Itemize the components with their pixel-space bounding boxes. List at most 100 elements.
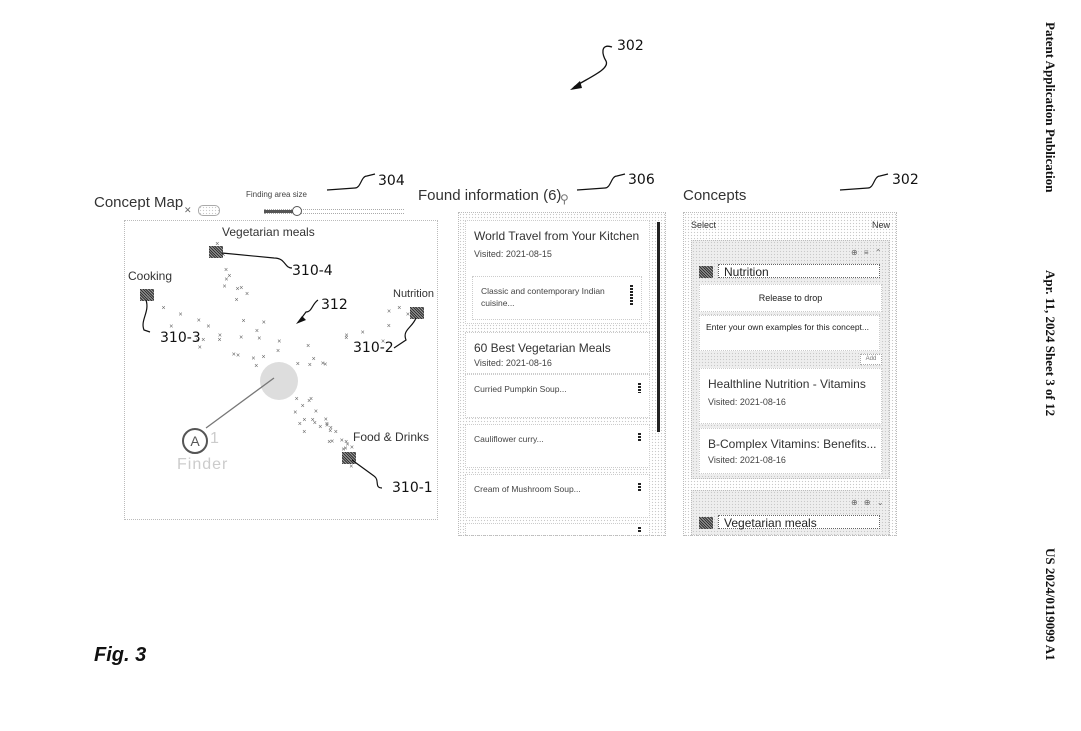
finding-point[interactable]: ×	[328, 428, 332, 435]
found-info-scrollbar[interactable]	[657, 222, 660, 432]
finding-point[interactable]: ×	[349, 464, 353, 471]
finding-point[interactable]: ×	[235, 297, 239, 304]
finding-point[interactable]: ×	[197, 318, 201, 325]
finder-badge[interactable]: A	[182, 428, 208, 454]
finding-point[interactable]: ×	[308, 362, 312, 369]
node-nutrition[interactable]	[410, 307, 424, 319]
finding-point[interactable]: ×	[324, 416, 328, 423]
finding-point[interactable]: ×	[179, 312, 183, 319]
more-icon[interactable]	[638, 433, 641, 441]
finding-point[interactable]: ×	[350, 445, 354, 452]
finding-point[interactable]: ×	[314, 409, 318, 416]
finding-point[interactable]: ×	[295, 396, 299, 403]
finding-point[interactable]: ×	[387, 309, 391, 316]
more-icon[interactable]	[638, 483, 641, 491]
finding-point[interactable]: ×	[206, 324, 210, 331]
finding-point[interactable]: ×	[227, 273, 231, 280]
finding-point[interactable]: ×	[330, 439, 334, 446]
finding-point[interactable]: ×	[312, 356, 316, 363]
finding-point[interactable]: ×	[323, 362, 327, 369]
drop-zone[interactable]: Release to drop	[699, 284, 882, 312]
node-cooking[interactable]	[140, 289, 154, 301]
finding-point[interactable]: ×	[218, 332, 222, 339]
more-icon[interactable]	[630, 285, 633, 305]
close-icon[interactable]: ✕	[184, 205, 192, 215]
finding-point[interactable]: ×	[306, 343, 310, 350]
slider-thumb[interactable]	[292, 206, 302, 216]
finding-point[interactable]: ×	[251, 355, 255, 362]
finding-point[interactable]: ×	[302, 417, 306, 424]
more-icon[interactable]	[638, 383, 641, 393]
finding-point[interactable]: ×	[307, 398, 311, 405]
concept-color-swatch[interactable]	[699, 266, 713, 278]
finding-point[interactable]: ×	[311, 417, 315, 424]
finding-point[interactable]: ×	[361, 330, 365, 337]
finding-point[interactable]: ×	[215, 241, 219, 248]
finding-point[interactable]: ×	[218, 337, 222, 344]
select-button[interactable]: Select	[691, 220, 717, 230]
found-item[interactable]	[465, 523, 650, 535]
finding-point[interactable]: ×	[223, 284, 227, 291]
finding-point[interactable]: ×	[344, 439, 348, 446]
finding-point[interactable]: ×	[276, 348, 280, 355]
finding-point[interactable]: ×	[224, 267, 228, 274]
finding-point[interactable]: ×	[346, 441, 350, 448]
found-group-2[interactable]: 60 Best Vegetarian Meals Visited: 2021-0…	[465, 332, 650, 374]
finding-point[interactable]: ×	[301, 403, 305, 410]
finding-point[interactable]: ×	[201, 337, 205, 344]
concept-map-canvas[interactable]	[124, 220, 438, 520]
finding-point[interactable]: ×	[325, 421, 329, 428]
finding-point[interactable]: ×	[334, 429, 338, 436]
finding-point[interactable]: ×	[340, 438, 344, 445]
concept-name-input[interactable]: Vegetarian meals	[718, 515, 880, 530]
finding-point[interactable]: ×	[298, 421, 302, 428]
finding-point[interactable]: ×	[236, 353, 240, 360]
finding-point[interactable]: ×	[169, 324, 173, 331]
concept-result[interactable]: B-Complex Vitamins: Benefits... Visited:…	[699, 428, 882, 474]
finding-point[interactable]: ×	[327, 439, 331, 446]
finding-point[interactable]: ×	[397, 305, 401, 312]
found-item[interactable]: Cream of Mushroom Soup...	[465, 474, 650, 518]
finding-point[interactable]: ×	[345, 333, 349, 340]
finding-point[interactable]: ×	[254, 363, 258, 370]
finding-point[interactable]: ×	[309, 396, 313, 403]
concept-name-input[interactable]: Nutrition	[718, 264, 880, 279]
finding-area-slider[interactable]	[264, 206, 404, 216]
found-item[interactable]: Cauliflower curry...	[465, 424, 650, 468]
finding-point[interactable]: ×	[239, 335, 243, 342]
finding-point[interactable]: ×	[387, 323, 391, 330]
finding-point[interactable]: ×	[296, 361, 300, 368]
concept-result[interactable]: Healthline Nutrition - Vitamins Visited:…	[699, 368, 882, 424]
finder-area[interactable]	[260, 362, 298, 400]
finding-point[interactable]: ×	[245, 291, 249, 298]
finding-point[interactable]: ×	[196, 337, 200, 344]
finding-point[interactable]: ×	[232, 352, 236, 359]
finding-point[interactable]: ×	[325, 423, 329, 430]
concept-color-swatch[interactable]	[699, 517, 713, 529]
finding-point[interactable]: ×	[277, 338, 281, 345]
found-item[interactable]: Classic and contemporary Indian cuisine.…	[472, 276, 642, 320]
found-item[interactable]: Curried Pumpkin Soup...	[465, 374, 650, 418]
finding-point[interactable]: ×	[381, 338, 385, 345]
finding-point[interactable]: ×	[318, 424, 322, 431]
finding-point[interactable]: ×	[344, 446, 348, 453]
finding-point[interactable]: ×	[262, 319, 266, 326]
finding-point[interactable]: ×	[198, 345, 202, 352]
finding-point[interactable]: ×	[329, 425, 333, 432]
add-button[interactable]: Add	[860, 354, 882, 365]
finding-point[interactable]: ×	[341, 446, 345, 453]
new-button[interactable]: New	[872, 220, 891, 230]
concept-card-actions[interactable]: ⊕ ⊕ ⌄	[851, 498, 886, 507]
concept-card-actions[interactable]: ⊕ ≡ ⌃	[851, 248, 884, 257]
finding-point[interactable]: ×	[344, 335, 348, 342]
finding-point[interactable]: ×	[255, 328, 259, 335]
finding-point[interactable]: ×	[302, 429, 306, 436]
finding-point[interactable]: ×	[242, 318, 246, 325]
finding-point[interactable]: ×	[406, 312, 410, 319]
examples-input[interactable]: Enter your own examples for this concept…	[699, 315, 880, 351]
finding-point[interactable]: ×	[239, 285, 243, 292]
search-icon[interactable]: ⚲	[560, 192, 569, 206]
finding-point[interactable]: ×	[236, 286, 240, 293]
finding-point[interactable]: ×	[146, 294, 150, 301]
finding-point[interactable]: ×	[262, 354, 266, 361]
